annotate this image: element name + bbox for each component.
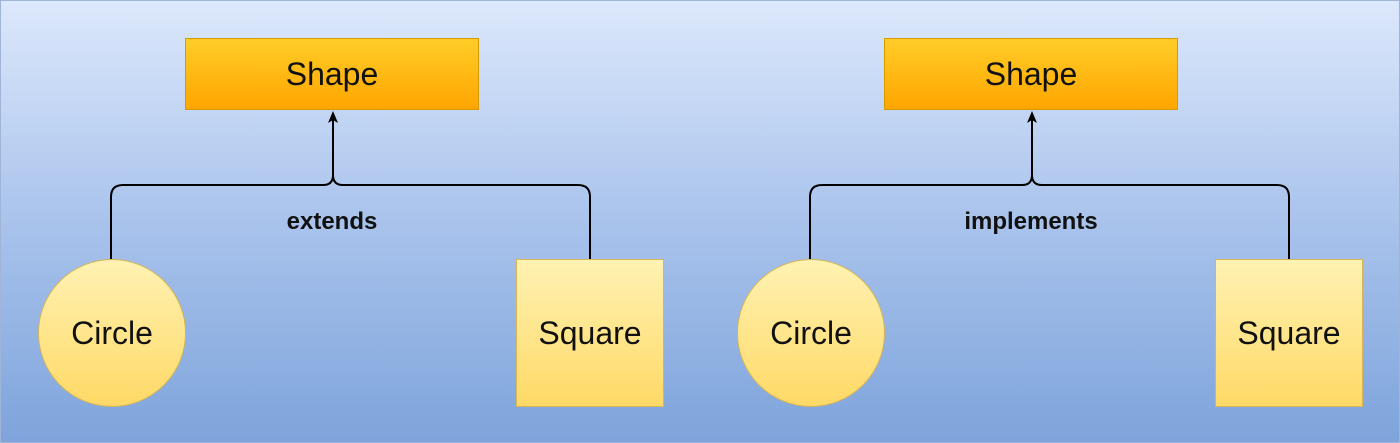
left-circle-node: Circle bbox=[38, 259, 186, 407]
right-circle-label: Circle bbox=[770, 314, 852, 351]
right-shape-label: Shape bbox=[984, 55, 1078, 92]
right-square-label: Square bbox=[1237, 314, 1341, 351]
connector-right-square-to-shape bbox=[1031, 174, 1290, 259]
left-shape-parent: Shape bbox=[185, 38, 479, 110]
left-circle-label: Circle bbox=[71, 314, 153, 351]
connector-left-circle-to-shape bbox=[110, 111, 338, 259]
connector-right-circle-to-shape bbox=[809, 111, 1037, 259]
left-shape-label: Shape bbox=[285, 55, 379, 92]
left-relation-label: extends bbox=[286, 208, 378, 235]
connector-left-square-to-shape bbox=[332, 174, 591, 259]
right-relation-label: implements bbox=[964, 208, 1098, 235]
right-square-node: Square bbox=[1215, 259, 1363, 407]
left-square-node: Square bbox=[516, 259, 664, 407]
left-square-label: Square bbox=[538, 314, 642, 351]
right-shape-parent: Shape bbox=[884, 38, 1178, 110]
right-circle-node: Circle bbox=[737, 259, 885, 407]
